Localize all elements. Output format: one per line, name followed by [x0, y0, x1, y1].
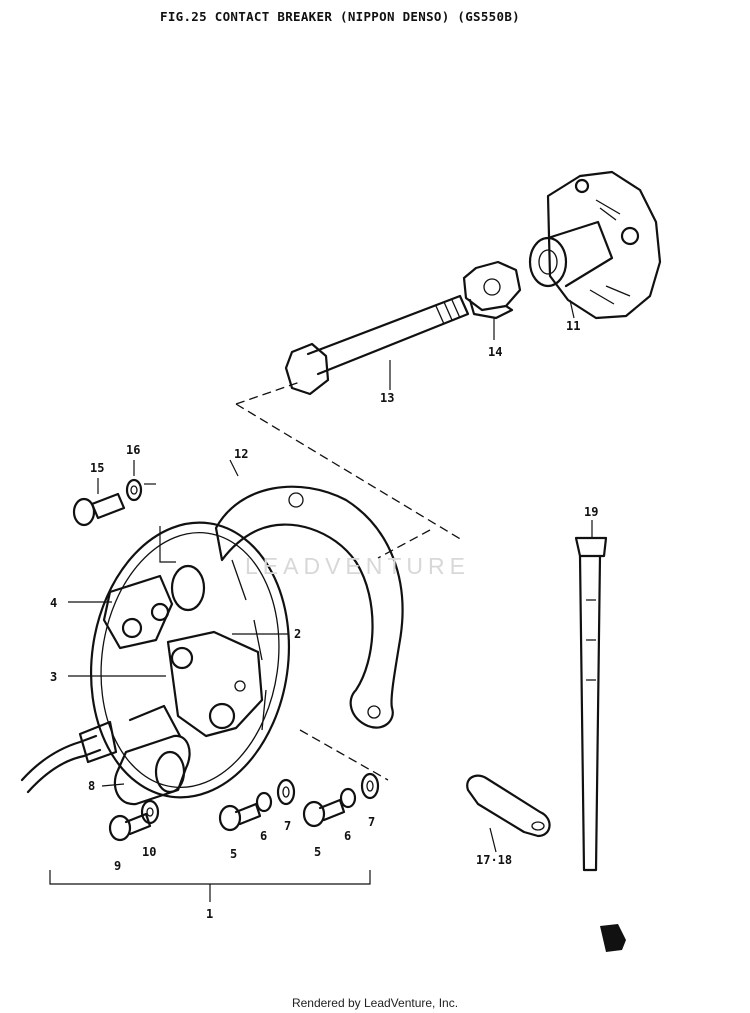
callout-10: 10	[142, 845, 156, 859]
callout-4: 4	[50, 596, 57, 610]
part-screw-9[interactable]	[108, 812, 152, 842]
part-washer-7b[interactable]	[360, 772, 380, 800]
part-nut[interactable]	[462, 260, 522, 320]
callout-14: 14	[488, 345, 502, 359]
callout-9: 9	[114, 859, 121, 873]
part-contact-point-4[interactable]	[102, 574, 174, 650]
footer-credit: Rendered by LeadVenture, Inc.	[291, 996, 459, 1010]
figure-title: FIG.25 CONTACT BREAKER (NIPPON DENSO) (G…	[160, 9, 520, 24]
callout-5b: 5	[314, 845, 321, 859]
callout-3: 3	[50, 670, 57, 684]
callout-12: 12	[234, 447, 248, 461]
part-advancer-assembly[interactable]	[528, 170, 662, 320]
callout-15: 15	[90, 461, 104, 475]
part-lock-washer-6b[interactable]	[339, 787, 357, 809]
callout-1: 1	[206, 907, 213, 921]
callout-19: 19	[584, 505, 598, 519]
part-small-clip	[600, 924, 626, 952]
part-washer-16[interactable]	[125, 478, 143, 502]
part-cable-tie[interactable]	[574, 536, 608, 872]
callout-7a: 7	[284, 819, 291, 833]
callout-17-18: 17·18	[476, 853, 512, 867]
part-base-plate[interactable]	[74, 510, 307, 811]
watermark-text: LEADVENTURE	[245, 553, 470, 579]
callout-6b: 6	[344, 829, 351, 843]
part-bolt[interactable]	[284, 294, 470, 396]
part-lead-wire[interactable]	[20, 734, 98, 782]
part-screw-5a[interactable]	[218, 802, 262, 832]
part-lock-washer-6a[interactable]	[255, 791, 273, 813]
callout-16: 16	[126, 443, 140, 457]
callout-7b: 7	[368, 815, 375, 829]
callout-8: 8	[88, 779, 95, 793]
part-washer-10[interactable]	[140, 799, 160, 825]
callout-2: 2	[294, 627, 301, 641]
callout-13: 13	[380, 391, 394, 405]
part-screw-5b[interactable]	[302, 798, 346, 828]
part-washer-7a[interactable]	[276, 778, 296, 806]
part-clamp[interactable]	[466, 774, 551, 838]
part-condenser[interactable]	[113, 704, 191, 806]
callout-5a: 5	[230, 847, 237, 861]
part-screw-15[interactable]	[72, 492, 126, 527]
part-cam-guide[interactable]	[214, 485, 404, 729]
callout-6a: 6	[260, 829, 267, 843]
callout-11: 11	[566, 319, 580, 333]
part-contact-point-3[interactable]	[166, 630, 264, 738]
